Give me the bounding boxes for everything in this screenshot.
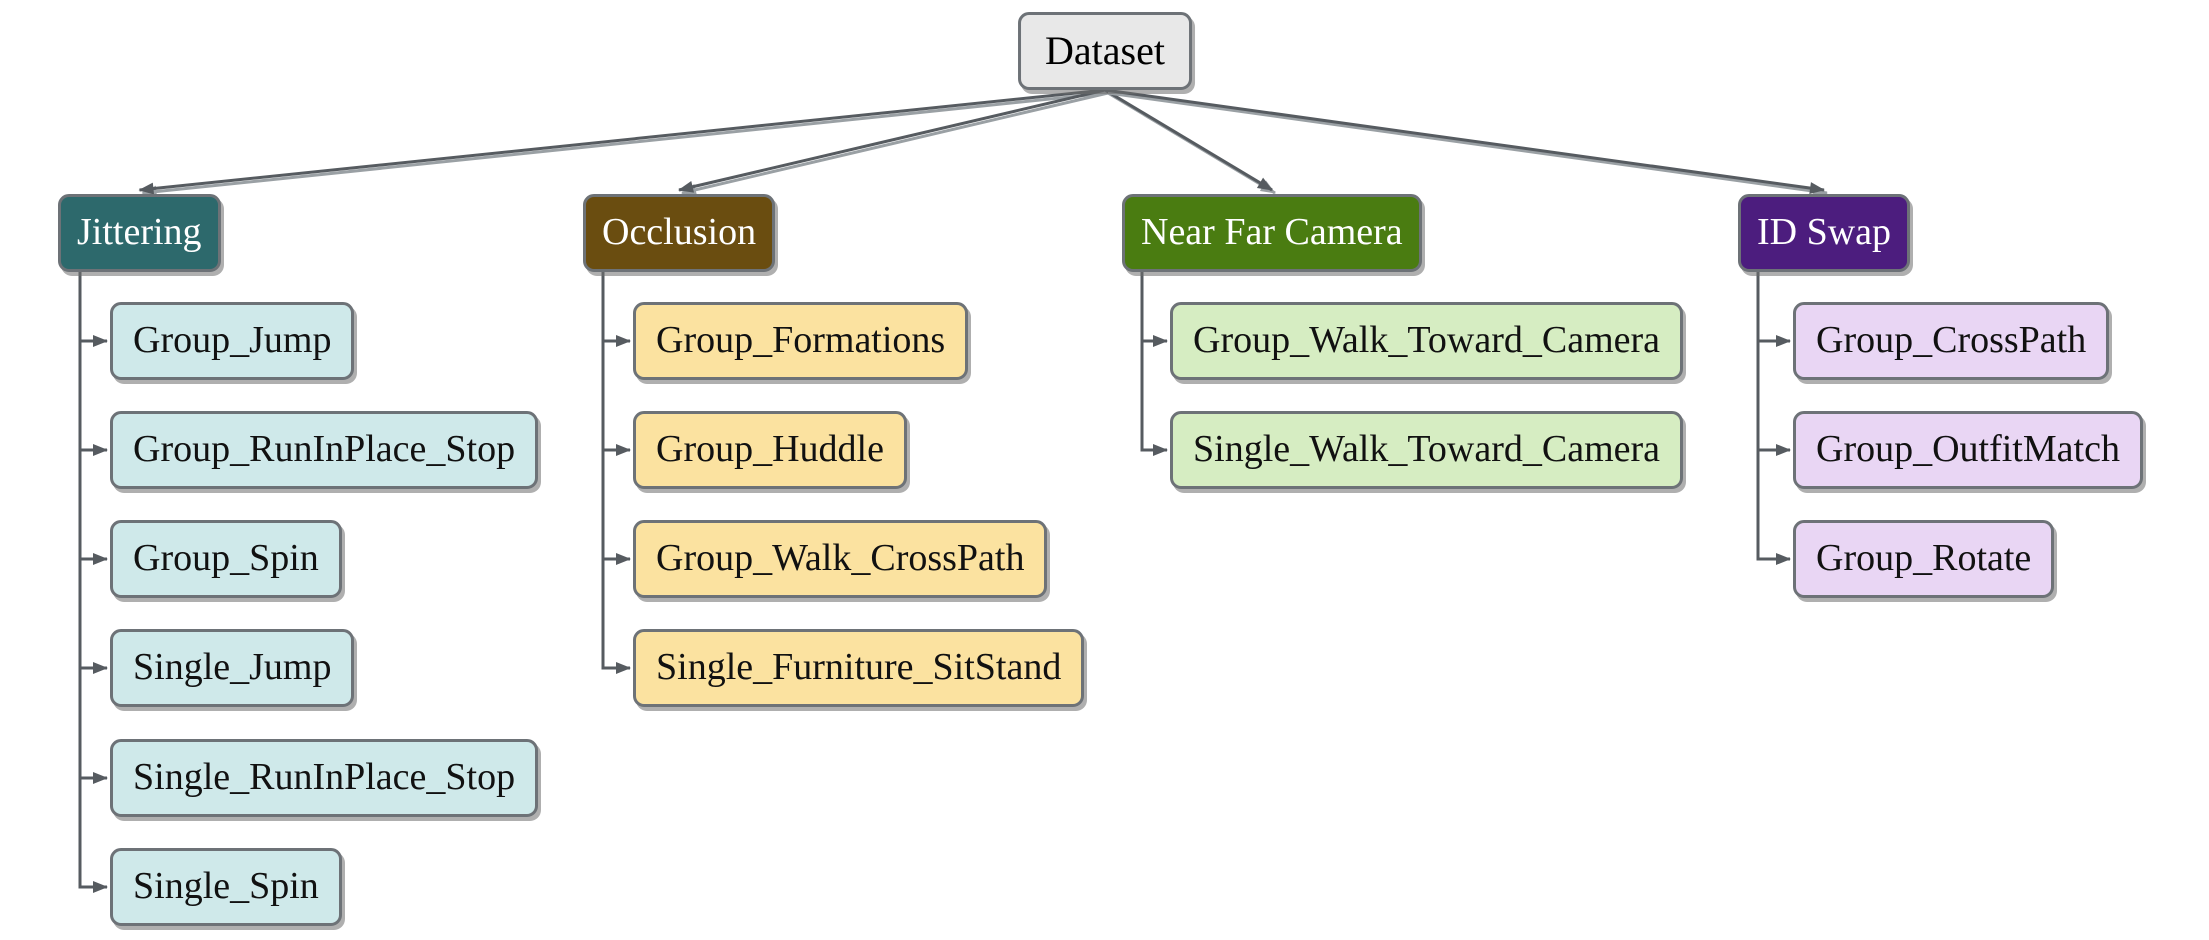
node-group-huddle: Group_Huddle — [633, 411, 907, 489]
node-group-crosspath: Group_CrossPath — [1793, 302, 2110, 380]
node-single-jump: Single_Jump — [110, 629, 355, 707]
node-header-jittering: Jittering — [58, 194, 221, 272]
node-group-rotate: Group_Rotate — [1793, 520, 2055, 598]
node-single-runinplace-stop: Single_RunInPlace_Stop — [110, 739, 539, 817]
node-group-spin: Group_Spin — [110, 520, 342, 598]
node-header-occlusion: Occlusion — [583, 194, 776, 272]
node-group-walk-toward-camera: Group_Walk_Toward_Camera — [1170, 302, 1684, 380]
node-group-walk-crosspath: Group_Walk_CrossPath — [633, 520, 1048, 598]
node-group-jump: Group_Jump — [110, 302, 355, 380]
node-group-formations: Group_Formations — [633, 302, 969, 380]
node-group-outfitmatch: Group_OutfitMatch — [1793, 411, 2143, 489]
node-single-spin: Single_Spin — [110, 848, 342, 926]
node-group-runinplace-stop: Group_RunInPlace_Stop — [110, 411, 539, 489]
node-single-walk-toward-camera: Single_Walk_Toward_Camera — [1170, 411, 1684, 489]
node-header-id-swap: ID Swap — [1738, 194, 1911, 272]
node-header-near-far-camera: Near Far Camera — [1122, 194, 1422, 272]
node-dataset-root: Dataset — [1018, 12, 1192, 90]
node-single-furniture-sitstand: Single_Furniture_SitStand — [633, 629, 1085, 707]
